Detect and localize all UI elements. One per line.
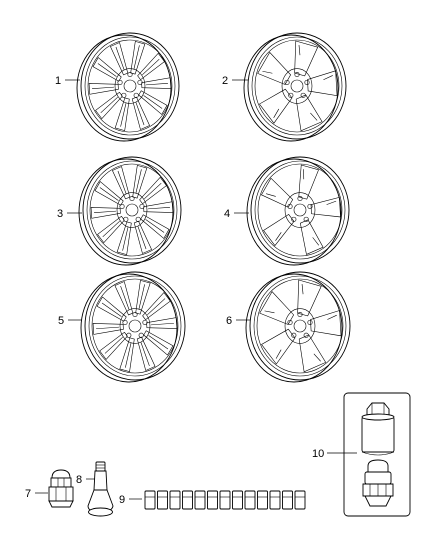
callout-8: 8 [76, 474, 82, 486]
callout-9: 9 [119, 494, 125, 506]
wheel-weight [157, 490, 168, 510]
wheel-weight [244, 490, 256, 510]
wheel-weight [282, 490, 293, 510]
wheel-3 [78, 156, 182, 266]
wheel-weight [207, 490, 218, 510]
wheel-weight [294, 490, 306, 510]
wheel-weight [169, 490, 181, 510]
callout-10: 10 [312, 448, 324, 460]
wheel-weights [144, 490, 306, 510]
wheel-4 [246, 156, 350, 266]
wheel-weight [182, 490, 193, 510]
wheel-6 [245, 271, 351, 383]
callout-6: 6 [226, 315, 232, 327]
wheel-5 [80, 271, 186, 383]
callout-7: 7 [25, 488, 31, 500]
wheel-weight [144, 490, 156, 510]
callout-3: 3 [57, 208, 63, 220]
wheel-weight [219, 490, 231, 510]
lug-nut [48, 469, 74, 508]
callout-5: 5 [58, 315, 64, 327]
wheel-1 [76, 32, 180, 142]
wheel-lock-kit [343, 392, 411, 517]
wheel-weight [257, 490, 268, 510]
wheel-weight [269, 490, 281, 510]
wheel-weight [232, 490, 243, 510]
callout-1: 1 [55, 75, 61, 87]
valve-stem [87, 461, 114, 517]
callout-2: 2 [222, 75, 228, 87]
wheel-2 [243, 32, 347, 142]
callout-4: 4 [224, 208, 230, 220]
wheel-weight [194, 490, 206, 510]
